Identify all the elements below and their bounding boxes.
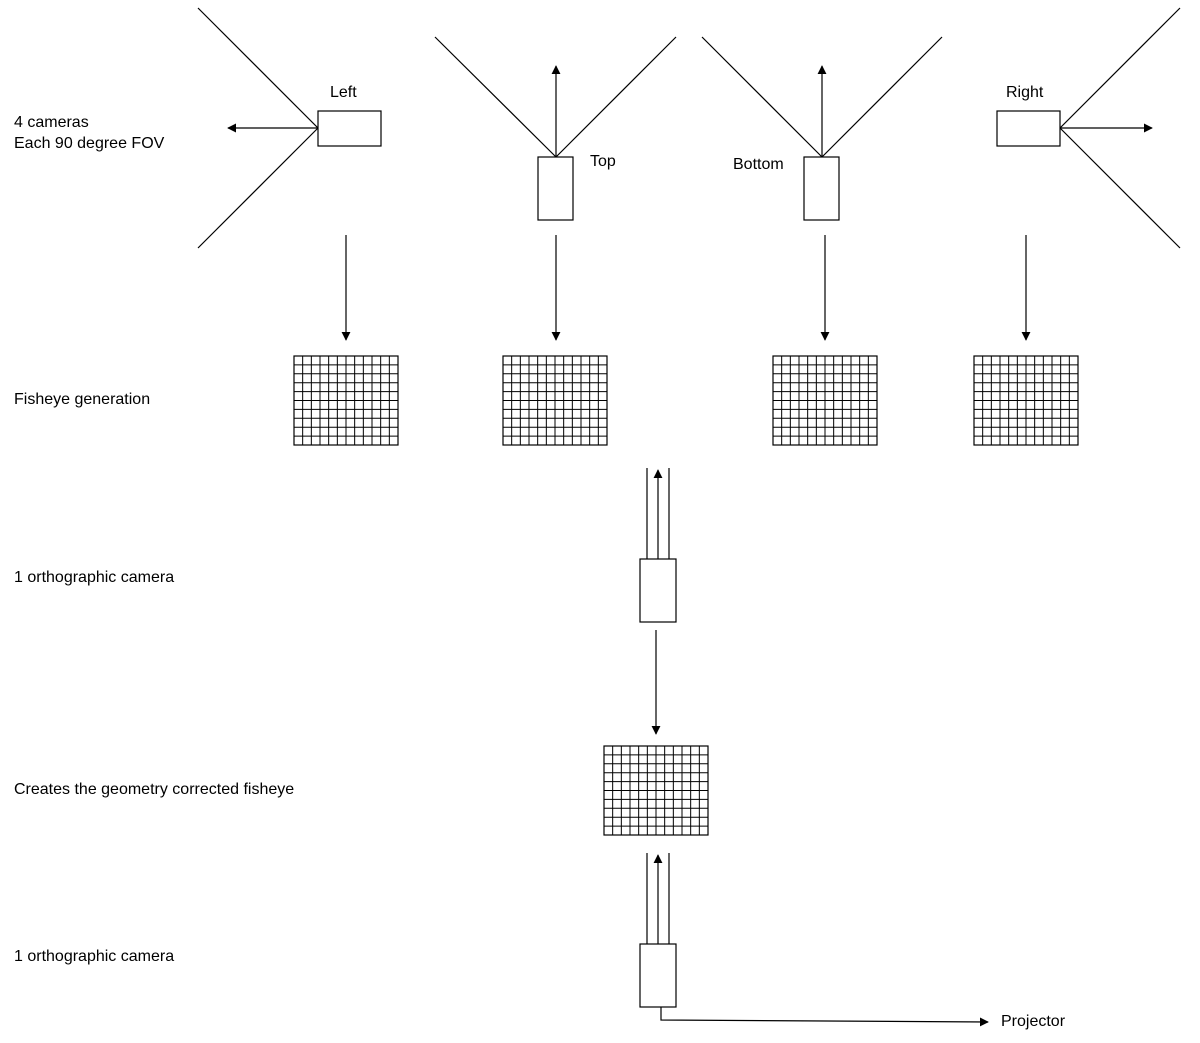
projector-label: Projector	[1001, 1013, 1066, 1030]
camera-body	[996, 110, 1061, 147]
orthographic-camera-2	[639, 853, 677, 1008]
camera-body	[803, 156, 840, 221]
label-geometry-corrected-fisheye: Creates the geometry corrected fisheye	[14, 781, 294, 798]
fisheye-image-top	[502, 355, 608, 446]
camera-body	[537, 156, 574, 221]
camera-body	[317, 110, 382, 147]
fisheye-image-right	[973, 355, 1079, 446]
label-each-90-degree-fov: Each 90 degree FOV	[14, 135, 165, 152]
label-orthographic-camera-2: 1 orthographic camera	[14, 948, 174, 965]
label-fisheye-generation: Fisheye generation	[14, 391, 150, 408]
camera-label-bottom: Bottom	[733, 156, 784, 173]
fisheye-image-bottom	[772, 355, 878, 446]
corrected-fisheye-image	[603, 745, 709, 836]
frustum-line	[197, 7, 319, 129]
camera-body	[639, 943, 677, 1008]
frustum-line	[1059, 7, 1181, 129]
camera-body	[639, 558, 677, 623]
frustum-line	[555, 36, 677, 158]
frustum-line	[1059, 127, 1181, 249]
camera-label-right: Right	[1006, 84, 1044, 101]
frustum-line	[197, 127, 319, 249]
camera-label-top: Top	[590, 153, 616, 170]
camera-left: Left	[197, 7, 382, 249]
fisheye-image-left	[293, 355, 399, 446]
camera-right: Right	[996, 7, 1181, 249]
camera-label-left: Left	[330, 84, 357, 101]
frustum-line	[701, 36, 823, 158]
frustum-line	[434, 36, 557, 158]
camera-bottom: Bottom	[701, 36, 943, 221]
label-4-cameras: 4 cameras	[14, 114, 89, 131]
label-orthographic-camera-1: 1 orthographic camera	[14, 569, 174, 586]
camera-top: Top	[434, 36, 677, 221]
orthographic-camera-1	[639, 468, 677, 623]
frustum-line	[821, 36, 943, 158]
arrow-to-projector	[660, 1007, 989, 1027]
